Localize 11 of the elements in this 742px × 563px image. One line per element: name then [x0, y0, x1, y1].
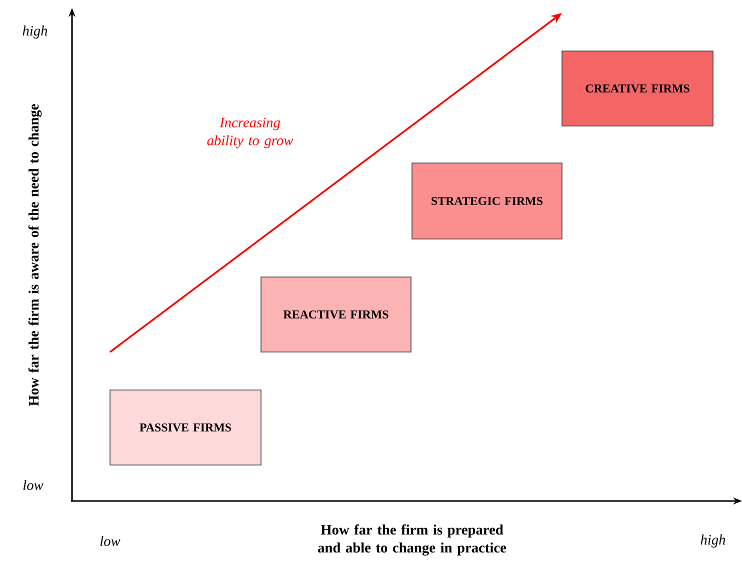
axis-label: How far the firm is aware of the need to change: [28, 104, 42, 406]
axis-label: low: [23, 480, 44, 490]
axis-label: How far the firm is prepared and able to change in practice: [318, 524, 506, 556]
axis-label: high: [700, 534, 726, 548]
axis-label: Increasing ability to grow: [207, 118, 294, 148]
axis-label: high: [22, 26, 48, 38]
firm-box: REACTIVE FIRMS: [260, 276, 412, 352]
firm-box: CREATIVE FIRMS: [562, 50, 714, 126]
axis-label: low: [100, 536, 120, 546]
firm-box: PASSIVE FIRMS: [110, 390, 262, 466]
firm-box: STRATEGIC FIRMS: [412, 162, 562, 240]
